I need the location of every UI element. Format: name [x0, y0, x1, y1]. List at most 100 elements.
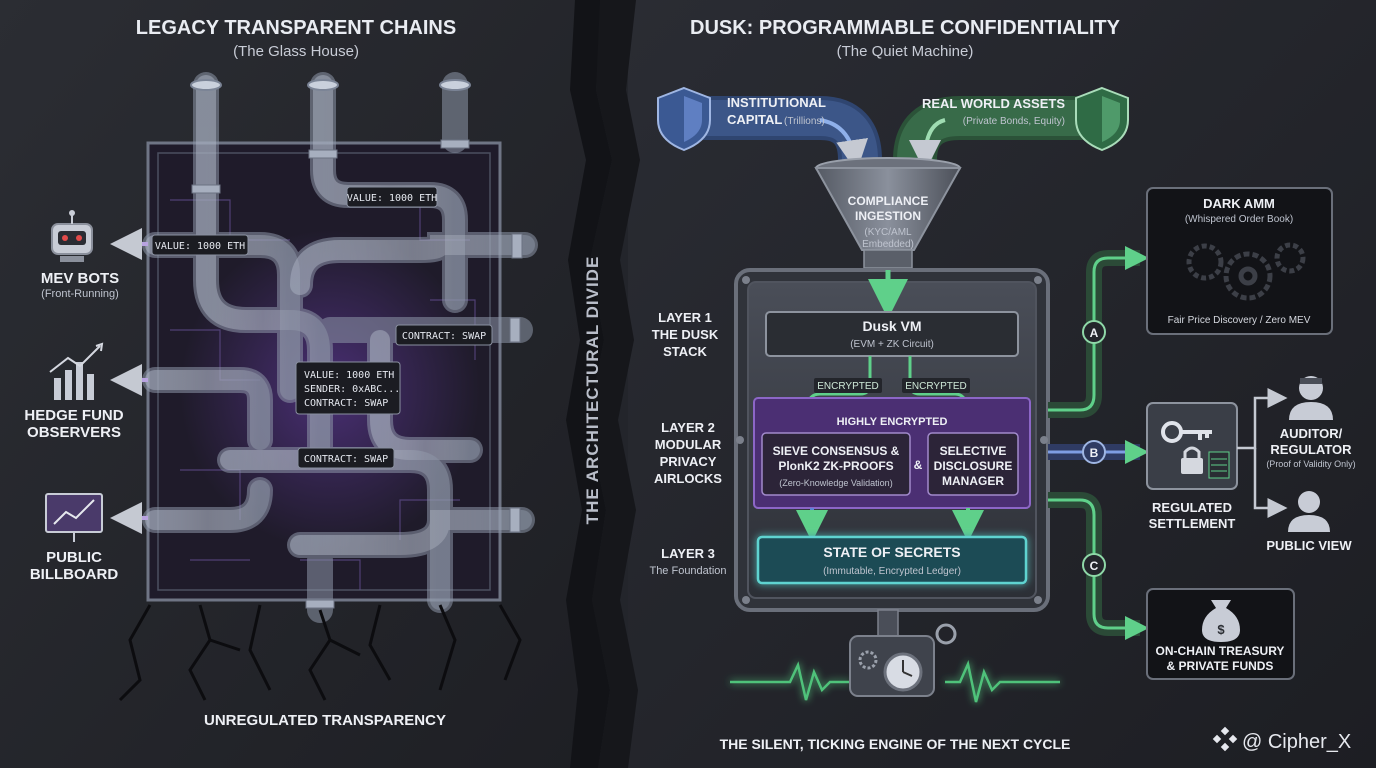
input-institutional-title-1: INSTITUTIONAL	[727, 95, 826, 110]
svg-text:VALUE: 1000 ETH: VALUE: 1000 ETH	[347, 193, 437, 204]
observer-mev-bots: MEV BOTS (Front-Running)	[41, 210, 119, 300]
right-panel-subtitle: (The Quiet Machine)	[837, 43, 974, 60]
left-panel-title: LEGACY TRANSPARENT CHAINS	[136, 17, 456, 39]
svg-text:VALUE: 1000 ETH: VALUE: 1000 ETH	[304, 370, 394, 381]
svg-text:SIEVE CONSENSUS &: SIEVE CONSENSUS &	[773, 444, 900, 458]
svg-text:PRIVACY: PRIVACY	[660, 454, 717, 469]
billboard-icon	[45, 493, 103, 542]
svg-text:CONTRACT: SWAP: CONTRACT: SWAP	[304, 454, 388, 465]
svg-text:HEDGE FUND: HEDGE FUND	[24, 407, 123, 424]
svg-text:(EVM + ZK Circuit): (EVM + ZK Circuit)	[850, 339, 934, 350]
svg-text:THE DUSK: THE DUSK	[652, 327, 719, 342]
pipe-tag-upper-left: VALUE: 1000 ETH	[151, 234, 249, 256]
dusk-vm-box: Dusk VM (EVM + ZK Circuit)	[765, 311, 1019, 357]
treasury-box: $ ON-CHAIN TREASURY & PRIVATE FUNDS	[1146, 588, 1295, 680]
divider-label: THE ARCHITECTURAL DIVIDE	[583, 256, 602, 525]
pipe-tag-top: VALUE: 1000 ETH	[346, 186, 438, 208]
layer-2-label: LAYER 2 MODULAR PRIVACY AIRLOCKS	[654, 420, 722, 486]
svg-text:(Zero-Knowledge Validation): (Zero-Knowledge Validation)	[779, 478, 892, 488]
svg-text:CONTRACT: SWAP: CONTRACT: SWAP	[304, 398, 388, 409]
svg-text:B: B	[1090, 446, 1099, 460]
selective-disclosure-box: SELECTIVE DISCLOSURE MANAGER	[927, 432, 1019, 496]
svg-text:CONTRACT: SWAP: CONTRACT: SWAP	[402, 331, 486, 342]
svg-text:OBSERVERS: OBSERVERS	[27, 424, 121, 441]
svg-text:STACK: STACK	[663, 344, 707, 359]
input-rwa-title: REAL WORLD ASSETS	[922, 96, 1065, 111]
svg-text:AIRLOCKS: AIRLOCKS	[654, 471, 722, 486]
svg-text:SELECTIVE: SELECTIVE	[940, 444, 1007, 458]
public-view-title: PUBLIC VIEW	[1266, 538, 1352, 553]
auditor-title-2: REGULATOR	[1270, 442, 1352, 457]
input-institutional-title-2: CAPITAL	[727, 112, 782, 127]
svg-text:SETTLEMENT: SETTLEMENT	[1149, 516, 1236, 531]
input-rwa-note: (Private Bonds, Equity)	[963, 116, 1065, 127]
ground-cracks	[118, 604, 522, 702]
svg-text:BILLBOARD: BILLBOARD	[30, 566, 118, 583]
public-person-icon	[1288, 491, 1330, 532]
svg-text:REGULATED: REGULATED	[1152, 500, 1232, 515]
auditor-note: (Proof of Validity Only)	[1266, 459, 1355, 469]
sieve-consensus-box: SIEVE CONSENSUS & PlonK2 ZK-PROOFS (Zero…	[761, 432, 911, 496]
svg-text:HIGHLY ENCRYPTED: HIGHLY ENCRYPTED	[837, 416, 948, 428]
svg-text:$: $	[1217, 622, 1225, 637]
svg-text:ON-CHAIN TREASURY: ON-CHAIN TREASURY	[1156, 644, 1285, 658]
engine-icon	[849, 609, 957, 697]
regulated-settlement: REGULATED SETTLEMENT	[1146, 402, 1238, 531]
svg-text:@ Cipher_X: @ Cipher_X	[1242, 731, 1351, 753]
svg-text:The Foundation: The Foundation	[649, 565, 726, 577]
left-panel-footer: UNREGULATED TRANSPARENCY	[204, 712, 446, 729]
layer-2-to-3-arrows	[796, 508, 984, 542]
svg-text:DARK AMM: DARK AMM	[1203, 196, 1275, 211]
svg-text:DISCLOSURE: DISCLOSURE	[934, 459, 1013, 473]
route-c-badge: C	[1082, 553, 1106, 577]
svg-text:LAYER 3: LAYER 3	[661, 546, 715, 561]
svg-text:(Immutable, Encrypted Ledger): (Immutable, Encrypted Ledger)	[823, 566, 961, 577]
svg-text:Dusk VM: Dusk VM	[862, 318, 921, 334]
svg-text:LAYER 2: LAYER 2	[661, 420, 715, 435]
money-bag-icon: $	[1202, 600, 1240, 642]
right-panel-title: DUSK: PROGRAMMABLE CONFIDENTIALITY	[690, 17, 1121, 39]
layer-3-label: LAYER 3 The Foundation	[649, 546, 726, 577]
svg-text:MANAGER: MANAGER	[942, 474, 1004, 488]
funnel-note-1: (KYC/AML	[864, 227, 912, 238]
svg-text:(Front-Running): (Front-Running)	[41, 288, 119, 300]
svg-text:SENDER: 0xABC...: SENDER: 0xABC...	[304, 384, 400, 395]
svg-text:MODULAR: MODULAR	[655, 437, 722, 452]
state-of-secrets-slab: STATE OF SECRETS (Immutable, Encrypted L…	[756, 535, 1028, 585]
shield-icon-rwa	[1075, 86, 1129, 152]
right-panel-footer: THE SILENT, TICKING ENGINE OF THE NEXT C…	[720, 736, 1071, 752]
input-institutional-note: (Trillions)	[784, 116, 825, 127]
ampersand: &	[914, 458, 923, 472]
svg-text:STATE OF SECRETS: STATE OF SECRETS	[823, 544, 960, 560]
funnel-title-1: COMPLIANCE	[848, 194, 929, 208]
svg-text:VALUE: 1000 ETH: VALUE: 1000 ETH	[155, 241, 245, 252]
funnel-title-2: INGESTION	[855, 209, 921, 223]
key-icon	[1161, 421, 1212, 443]
encrypted-tag-bg-1	[814, 378, 882, 393]
observer-public-billboard: PUBLIC BILLBOARD	[30, 493, 118, 583]
watermark: @ Cipher_X	[1212, 726, 1351, 753]
layer-1-label: LAYER 1 THE DUSK STACK	[652, 310, 719, 359]
svg-text:& PRIVATE FUNDS: & PRIVATE FUNDS	[1167, 659, 1274, 673]
heartbeat-line	[730, 659, 1060, 703]
lock-icon	[1181, 446, 1203, 474]
auditor-title-1: AUDITOR/	[1280, 426, 1343, 441]
encrypted-tag-2: ENCRYPTED	[905, 381, 967, 392]
compliance-funnel	[814, 157, 962, 269]
binance-logo-icon	[1212, 726, 1238, 752]
dark-amm-box: DARK AMM (Whispered Order Book) Fair Pri…	[1146, 187, 1333, 335]
robot-icon	[51, 210, 93, 262]
observer-hedge-fund: HEDGE FUND OBSERVERS	[24, 342, 124, 441]
route-b-badge: B	[1082, 440, 1106, 464]
svg-text:PlonK2 ZK-PROOFS: PlonK2 ZK-PROOFS	[778, 459, 893, 473]
svg-text:A: A	[1090, 326, 1099, 340]
bar-chart-icon	[49, 342, 104, 400]
ledger-icon	[1208, 451, 1230, 479]
shield-icon-institutional	[657, 86, 711, 152]
auditor-person-icon	[1289, 376, 1333, 420]
divider-crack	[566, 0, 612, 768]
pipe-tag-contract-swap-1: CONTRACT: SWAP	[395, 324, 493, 346]
encrypted-tag-bg-2	[902, 378, 970, 393]
svg-text:(Whispered Order Book): (Whispered Order Book)	[1185, 214, 1293, 225]
